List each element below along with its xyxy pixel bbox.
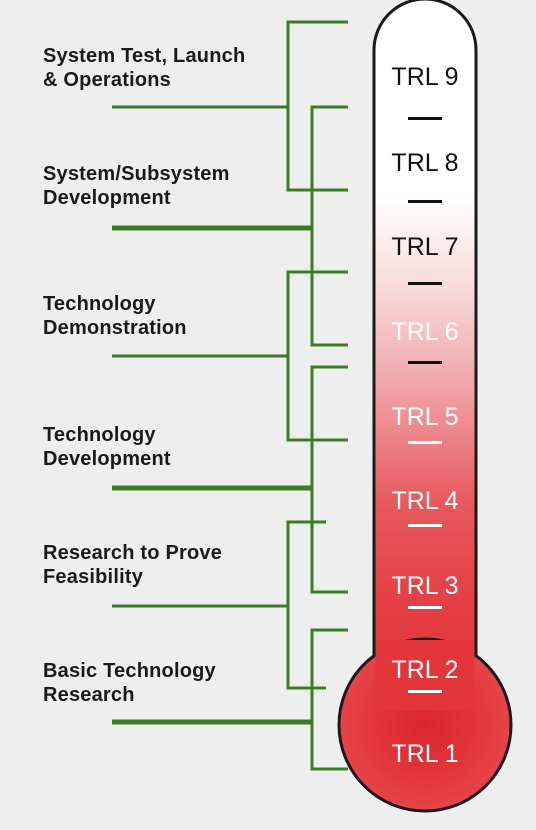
trl-1-label: TRL 1 — [391, 740, 459, 768]
phase-label-line: & Operations — [43, 69, 171, 91]
phase-label-line: Research — [43, 684, 135, 706]
trl-divider — [408, 524, 442, 527]
thermometer-tube — [372, 0, 478, 702]
trl-2-label: TRL 2 — [391, 656, 459, 684]
trl-4-label: TRL 4 — [391, 487, 459, 515]
trl-7-label: TRL 7 — [391, 233, 459, 261]
phase-label-basic-research: Basic Technology Research — [43, 659, 303, 707]
trl-3-label: TRL 3 — [391, 572, 459, 600]
phase-label-line: System Test, Launch — [43, 45, 246, 67]
trl-divider — [408, 361, 442, 364]
phase-label-research-feasibility: Research to Prove Feasibility — [43, 541, 303, 589]
trl-divider — [408, 282, 442, 285]
phase-label-technology-development: Technology Development — [43, 423, 303, 471]
phase-label-line: Technology — [43, 293, 156, 315]
phase-label-system-test: System Test, Launch & Operations — [43, 44, 303, 92]
trl-8-label: TRL 8 — [391, 149, 459, 177]
phase-label-line: Feasibility — [43, 566, 144, 588]
trl-divider — [408, 117, 442, 120]
bracket-phase-6 — [310, 628, 348, 771]
phase-label-line: Research to Prove — [43, 542, 223, 564]
phase-label-line: Demonstration — [43, 317, 187, 339]
trl-divider — [408, 441, 442, 444]
phase-label-technology-demonstration: Technology Demonstration — [43, 292, 303, 340]
phase-label-line: Development — [43, 448, 171, 470]
trl-divider — [408, 200, 442, 203]
trl-5-label: TRL 5 — [391, 403, 459, 431]
phase-label-line: Technology — [43, 424, 156, 446]
trl-6-label: TRL 6 — [391, 318, 459, 346]
phase-label-line: Basic Technology — [43, 660, 216, 682]
trl-divider — [408, 690, 442, 693]
bracket-phase-4 — [310, 365, 348, 594]
phase-label-system-development: System/Subsystem Development — [43, 162, 303, 210]
trl-9-label: TRL 9 — [391, 63, 459, 91]
phase-label-line: System/Subsystem — [43, 163, 230, 185]
trl-divider — [408, 606, 442, 609]
phase-label-line: Development — [43, 187, 171, 209]
